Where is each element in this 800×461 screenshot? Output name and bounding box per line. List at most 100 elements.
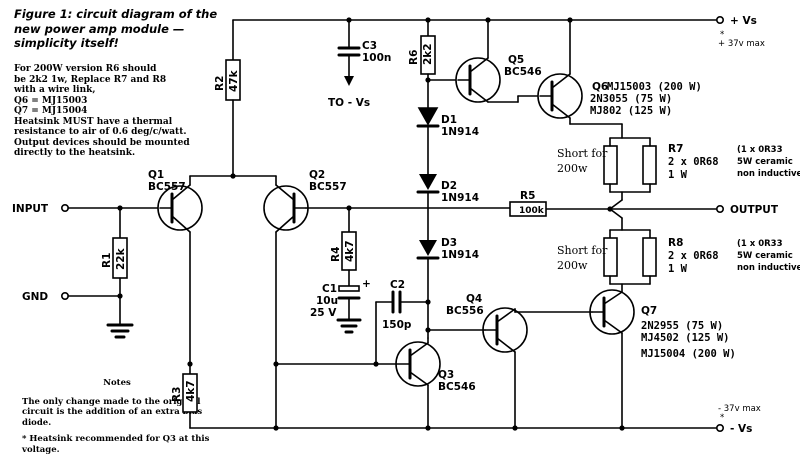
svg-text:(1 x 0R33: (1 x 0R33 (737, 239, 783, 249)
svg-text:R8: R8 (668, 237, 683, 249)
svg-text:*: * (720, 413, 724, 423)
top-note-line: Q7 = MJ15004 (14, 106, 88, 116)
top-notes: For 200W version R6 should be 2k2 1w, Re… (14, 64, 244, 159)
svg-text:150p: 150p (382, 319, 412, 331)
svg-text:200w: 200w (557, 259, 588, 272)
svg-text:D1: D1 (441, 114, 457, 126)
svg-text:2 x 0R68: 2 x 0R68 (668, 250, 719, 262)
resistor-r8: R8 2 x 0R68 1 W Short for 200w (1 x 0R33… (557, 208, 800, 293)
svg-text:5W ceramic: 5W ceramic (737, 251, 793, 261)
transistor-q2: Q2 BC557 (263, 169, 347, 429)
transistor-q5: Q5 BC546 (455, 19, 542, 103)
svg-text:5W ceramic: 5W ceramic (737, 157, 793, 167)
transistor-q6: Q6 MJ15003 (200 W) 2N3055 (75 W) MJ802 (… (537, 19, 702, 139)
resistor-r6: R6 2k2 (408, 19, 436, 109)
resistor-r4: R4 4k7 (330, 207, 357, 287)
svg-text:*: * (720, 30, 724, 40)
svg-text:Short for: Short for (557, 244, 608, 257)
capacitor-c1: C1 10u 25 V + (310, 278, 371, 334)
svg-text:Q3: Q3 (438, 369, 454, 381)
svg-text:MJ4502 (125 W): MJ4502 (125 W) (641, 332, 730, 344)
svg-text:10u: 10u (316, 295, 338, 307)
svg-text:1 W: 1 W (668, 169, 688, 181)
notes-paragraph: The only change made to the original cir… (22, 396, 203, 428)
notes-heading: Notes (103, 378, 131, 388)
svg-text:BC546: BC546 (438, 381, 476, 393)
gnd-terminal: GND (22, 291, 121, 303)
svg-text:1 W: 1 W (668, 263, 688, 275)
svg-text:Q7: Q7 (641, 305, 657, 317)
svg-text:GND: GND (22, 291, 48, 303)
svg-text:R5: R5 (520, 190, 535, 202)
top-note-line: Heatsink MUST have a thermal (14, 116, 173, 127)
svg-text:BC556: BC556 (446, 305, 484, 317)
top-note-line: be 2k2 1w, Replace R7 and R8 (14, 74, 167, 85)
svg-text:TO - Vs: TO - Vs (328, 97, 370, 109)
svg-text:- 37v max: - 37v max (718, 404, 761, 414)
transistor-q3: Q3 BC546 (375, 337, 476, 429)
svg-text:2N3055 (75 W): 2N3055 (75 W) (590, 93, 672, 105)
transistor-q4: Q4 BC556 (446, 293, 593, 429)
svg-text:4k7: 4k7 (344, 240, 356, 262)
svg-text:R6: R6 (408, 50, 420, 65)
svg-text:1N914: 1N914 (441, 192, 479, 204)
svg-text:OUTPUT: OUTPUT (730, 204, 779, 216)
top-note-line: with a wire link, (14, 85, 96, 95)
svg-text:R3: R3 (171, 387, 183, 402)
output-terminal: OUTPUT (544, 204, 779, 216)
svg-text:(1 x 0R33: (1 x 0R33 (737, 145, 783, 155)
capacitor-c3: C3 100n TO - Vs (328, 19, 391, 109)
svg-text:R1: R1 (101, 253, 113, 268)
svg-text:C1: C1 (322, 283, 337, 295)
svg-text:4k7: 4k7 (185, 380, 197, 402)
svg-text:R2: R2 (214, 76, 226, 91)
svg-text:BC557: BC557 (148, 181, 186, 193)
capacitor-c2: C2 150p (373, 279, 431, 367)
top-note-line: Output devices should be mounted (14, 137, 190, 148)
svg-text:22k: 22k (115, 247, 127, 270)
svg-text:BC546: BC546 (504, 66, 542, 78)
svg-text:C2: C2 (390, 279, 405, 291)
figure-title: Figure 1: circuit diagram of the new pow… (14, 7, 218, 50)
resistor-r2: R2 47k (214, 19, 241, 177)
svg-text:1N914: 1N914 (441, 249, 479, 261)
transistor-q7: Q7 2N2955 (75 W) MJ4502 (125 W) MJ15004 … (589, 289, 736, 429)
svg-text:D2: D2 (441, 180, 457, 192)
svg-text:MJ802 (125 W): MJ802 (125 W) (590, 105, 672, 117)
resistor-r7: R7 2 x 0R68 1 W Short for 200w (1 x 0R33… (557, 137, 800, 210)
svg-text:C3: C3 (362, 40, 377, 52)
svg-text:+ 37v max: + 37v max (718, 39, 765, 49)
bottom-notes: Notes The only change made to the origin… (22, 378, 212, 461)
svg-text:Q5: Q5 (508, 54, 524, 66)
svg-text:non inductive): non inductive) (737, 263, 800, 273)
transistor-q1: Q1 BC557 (148, 169, 203, 429)
svg-text:100k: 100k (519, 206, 545, 216)
top-note-line: resistance to air of 0.6 deg/c/watt. (14, 127, 187, 137)
resistor-r1: R1 22k (101, 205, 134, 339)
svg-text:+: + (362, 278, 371, 290)
svg-text:Short for: Short for (557, 147, 608, 160)
resistor-r3: R3 4k7 (171, 361, 198, 413)
svg-text:MJ15003 (200 W): MJ15003 (200 W) (607, 81, 702, 93)
svg-text:47k: 47k (228, 69, 240, 92)
svg-text:R7: R7 (668, 143, 683, 155)
svg-text:- Vs: - Vs (730, 423, 752, 435)
input-terminal: INPUT (12, 203, 161, 215)
svg-text:D3: D3 (441, 237, 457, 249)
top-note-line: For 200W version R6 should (14, 64, 157, 74)
diode-d2: D2 1N914 (416, 174, 479, 241)
svg-text:BC557: BC557 (309, 181, 347, 193)
notes-paragraph: * Heatsink recommended for Q3 at this vo… (22, 434, 210, 455)
svg-text:2N2955 (75 W): 2N2955 (75 W) (641, 320, 723, 332)
svg-text:Q6: Q6 (592, 81, 608, 93)
diode-d1: D1 1N914 (416, 107, 479, 175)
svg-text:200w: 200w (557, 162, 588, 175)
svg-text:Q1: Q1 (148, 169, 164, 181)
positive-rail: + Vs * + 37v max (232, 15, 765, 49)
svg-text:non inductive): non inductive) (737, 169, 800, 179)
svg-text:Q2: Q2 (309, 169, 325, 181)
diode-d3: D3 1N914 (416, 237, 479, 339)
resistor-r5: 100k R5 (509, 190, 547, 217)
svg-text:INPUT: INPUT (12, 203, 49, 215)
